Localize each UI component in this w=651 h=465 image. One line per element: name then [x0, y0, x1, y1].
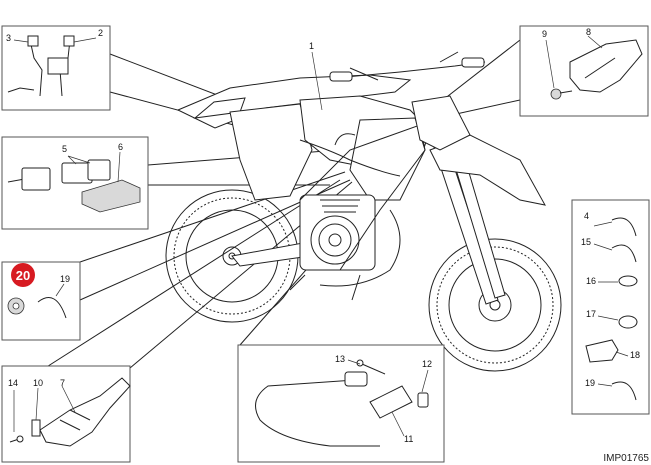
detail-box-items-11-12-13 [237, 344, 445, 463]
label-17: 17 [586, 309, 596, 319]
label-19-right: 19 [585, 378, 595, 388]
engine [299, 194, 376, 271]
label-9: 9 [542, 29, 547, 39]
front-wheel [428, 238, 562, 372]
label-13: 13 [335, 354, 345, 364]
label-4: 4 [584, 211, 589, 221]
label-15: 15 [581, 237, 591, 247]
callout-leaders [13, 35, 629, 437]
highlight-callout-20: 20 [11, 263, 35, 287]
label-16: 16 [586, 276, 596, 286]
label-14: 14 [8, 378, 18, 388]
detail-box-items-7-10-14 [1, 365, 131, 463]
highlight-badge [11, 263, 35, 287]
label-10: 10 [33, 378, 43, 388]
label-6: 6 [118, 142, 123, 152]
label-3: 3 [6, 33, 11, 43]
label-8: 8 [586, 27, 591, 37]
label-7: 7 [60, 378, 65, 388]
label-2: 2 [98, 28, 103, 38]
label-19-left: 19 [60, 274, 70, 284]
label-18: 18 [630, 350, 640, 360]
reference-code: IMP01765 [603, 453, 649, 464]
label-11: 11 [404, 434, 413, 444]
handlebar [329, 51, 486, 82]
label-1: 1 [309, 41, 314, 51]
detail-box-items-4-15-19 [571, 199, 650, 415]
callout-labels: 1 2 3 4 5 6 7 8 9 10 11 12 13 14 15 16 1… [6, 27, 640, 444]
detail-box-items-8-9 [519, 25, 649, 117]
motorcycle-illustration [165, 51, 562, 372]
label-12: 12 [422, 359, 432, 369]
highlight-label: 20 [16, 268, 30, 283]
detail-box-items-2-3 [1, 25, 111, 111]
label-5: 5 [62, 144, 67, 154]
detail-box-items-5-6 [1, 136, 149, 230]
